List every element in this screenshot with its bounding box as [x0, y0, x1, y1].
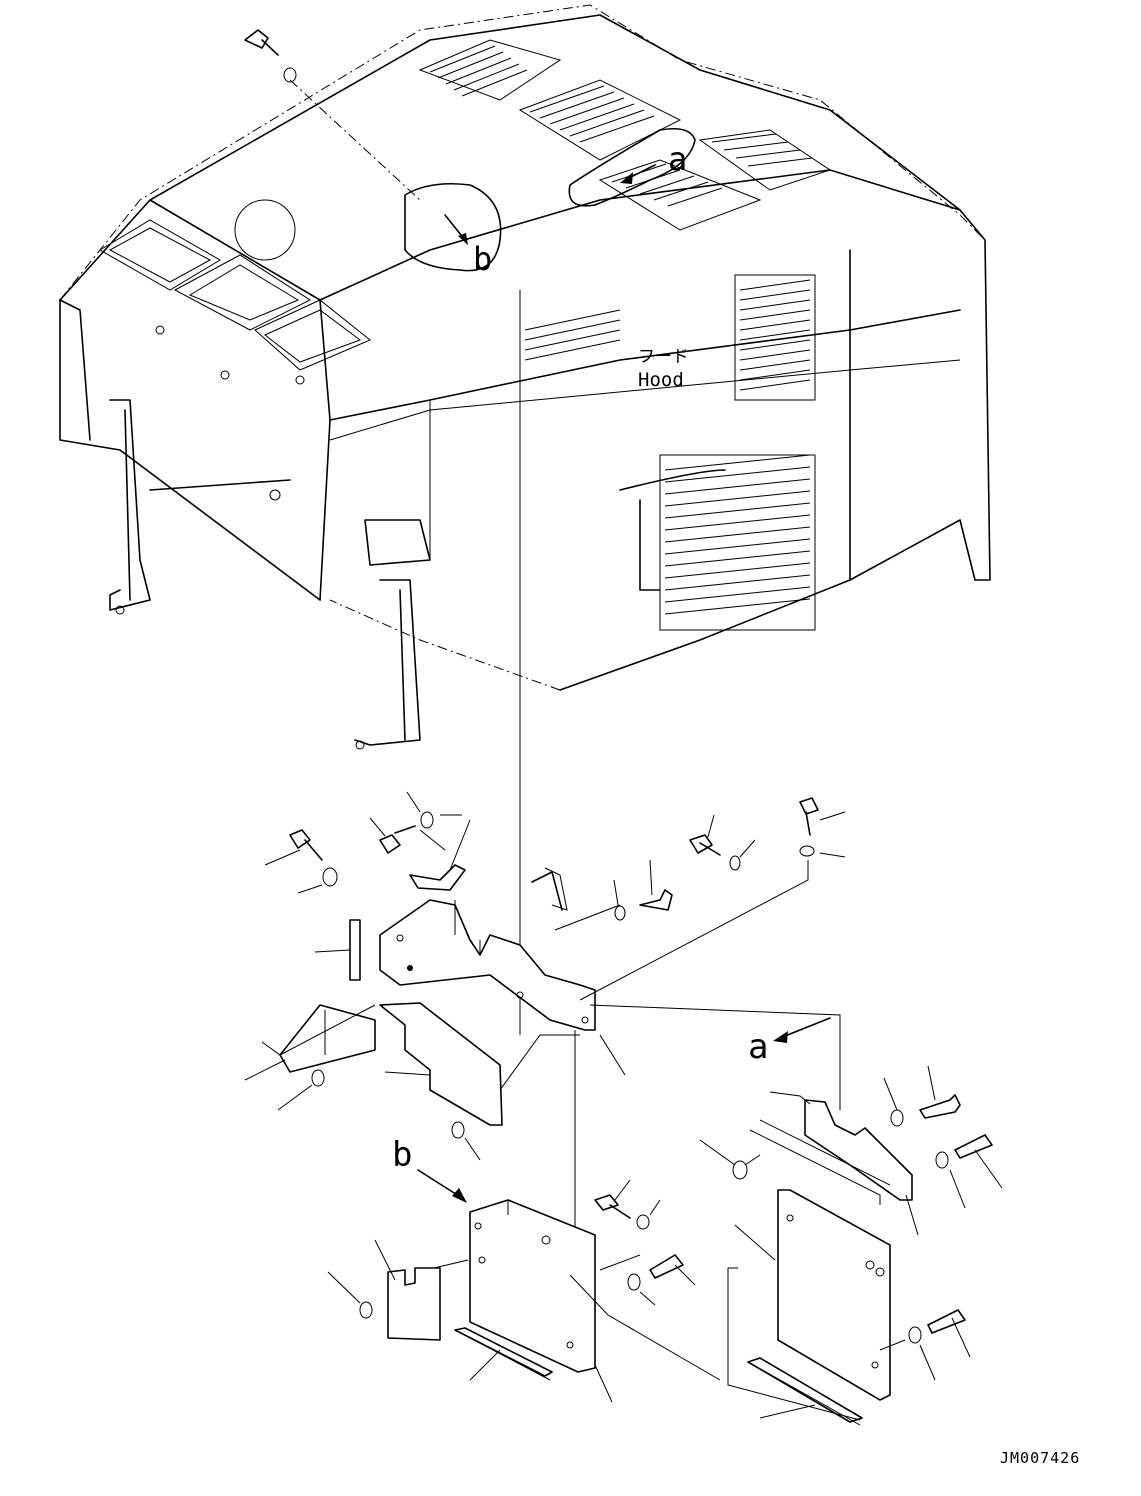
hood-label-jp: フード: [638, 347, 689, 367]
ref-label-b-detail: b: [392, 1135, 412, 1175]
callout-b-top: b: [404, 182, 502, 278]
hood-assembly: a b フード Hood: [59, 4, 991, 750]
ref-label-a-top: a: [668, 140, 687, 178]
drawing-number: JM007426: [1000, 1449, 1080, 1467]
hood-label-en: Hood: [638, 369, 684, 391]
left-plate-assembly: b: [327, 1135, 721, 1403]
ref-label-b-top: b: [473, 240, 492, 278]
left-frame: [59, 299, 431, 750]
bracket-group: [244, 791, 846, 1161]
ref-label-a-detail: a: [748, 1027, 768, 1067]
top-grille: [418, 39, 832, 231]
top-bolt: [244, 29, 421, 201]
callout-a-top: a: [568, 127, 696, 207]
right-plate-assembly: a: [699, 1017, 1003, 1426]
roof-panels: [99, 199, 371, 385]
side-grille: [524, 274, 816, 631]
